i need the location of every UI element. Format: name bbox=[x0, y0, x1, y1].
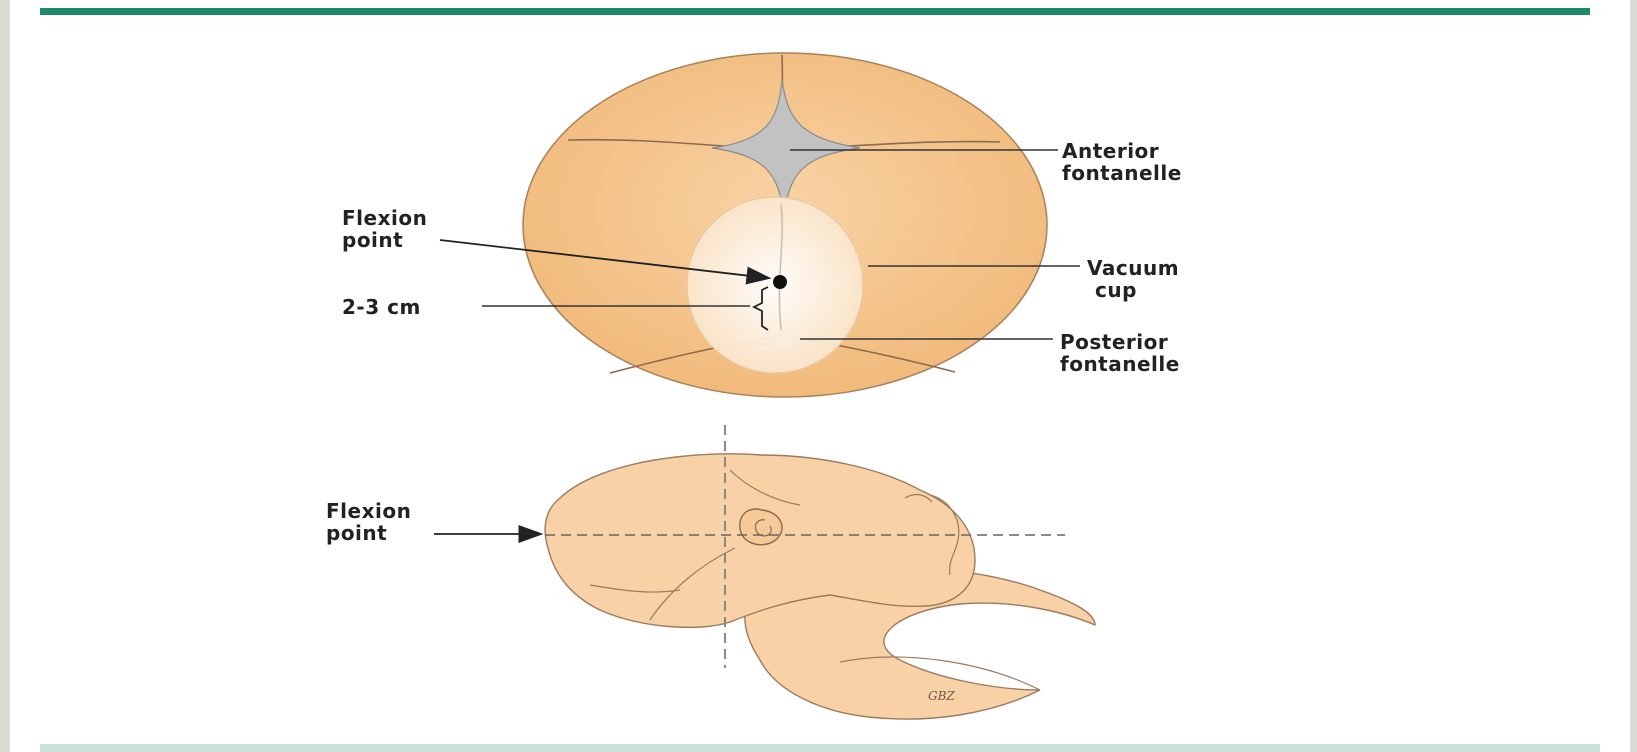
head-lateral-view bbox=[545, 454, 1095, 719]
ear bbox=[740, 509, 782, 545]
flexion-point-top-label: Flexion point bbox=[342, 207, 427, 251]
posterior-fontanelle-label: Posterior fontanelle bbox=[1060, 331, 1180, 375]
distance-label: 2-3 cm bbox=[342, 296, 421, 318]
vacuum-cup-label: Vacuum cup bbox=[1087, 257, 1179, 301]
skull-top-view bbox=[523, 53, 1047, 397]
anterior-fontanelle-label: Anterior fontanelle bbox=[1062, 140, 1182, 184]
flexion-point-bottom-label: Flexion point bbox=[326, 500, 411, 544]
artist-signature: GBZ bbox=[928, 689, 955, 703]
flexion-point-dot bbox=[773, 275, 787, 289]
